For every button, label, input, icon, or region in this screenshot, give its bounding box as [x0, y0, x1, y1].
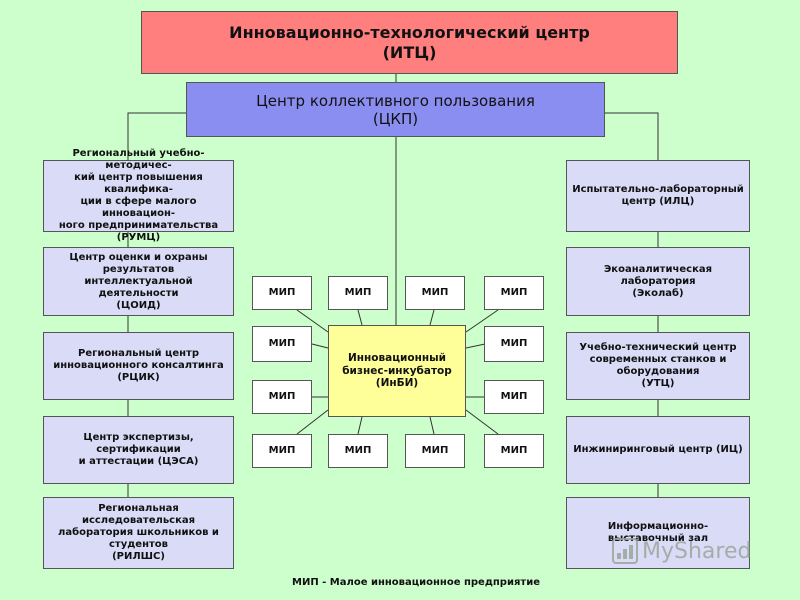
ilc-box: Испытательно-лабораторный центр (ИЛЦ) [566, 160, 750, 232]
rumc-box: Региональный учебно-методичес- кий центр… [43, 148, 234, 243]
rilshs-box: Региональная исследовательская лаборатор… [43, 497, 234, 569]
mip-box: МИП [328, 434, 388, 468]
coid-box: Центр оценки и охраны результатов интелл… [43, 247, 234, 316]
mip-box: МИП [252, 326, 312, 362]
ckp-abbr: (ЦКП) [372, 109, 419, 128]
incubator-box: Инновационный бизнес-инкубатор (ИнБИ) [328, 325, 466, 417]
chart-logo-icon [612, 538, 638, 564]
mip-box: МИП [484, 326, 544, 362]
itc-header-box: Инновационно-технологический центр (ИТЦ) [141, 11, 678, 74]
mip-box: МИП [484, 380, 544, 414]
mip-box: МИП [405, 276, 465, 310]
itc-abbr: (ИТЦ) [382, 42, 437, 62]
watermark-logo: MyShared [612, 538, 751, 564]
utc-box: Учебно-технический центр современных ста… [566, 332, 750, 400]
watermark-text: MyShared [642, 538, 752, 564]
mip-box: МИП [328, 276, 388, 310]
ckp-title: Центр коллективного пользования [256, 91, 535, 110]
legend-text: МИП - Малое инновационное предприятие [292, 577, 540, 588]
ic-box: Инжиниринговый центр (ИЦ) [566, 416, 750, 484]
mip-box: МИП [405, 434, 465, 468]
itc-title: Инновационно-технологический центр [229, 23, 590, 43]
mip-box: МИП [252, 380, 312, 414]
mip-box: МИП [484, 276, 544, 310]
mip-box: МИП [252, 434, 312, 468]
rcik-box: Региональный центр инновационного консал… [43, 332, 234, 400]
mip-box: МИП [252, 276, 312, 310]
mip-box: МИП [484, 434, 544, 468]
ckp-box: Центр коллективного пользования (ЦКП) [186, 82, 605, 137]
exhibition-hall-box: Информационно-выставочный зал [566, 497, 750, 569]
cesa-box: Центр экспертизы, сертификации и аттеста… [43, 416, 234, 484]
ecolab-box: Экоаналитическая лаборатория (Эколаб) [566, 247, 750, 316]
